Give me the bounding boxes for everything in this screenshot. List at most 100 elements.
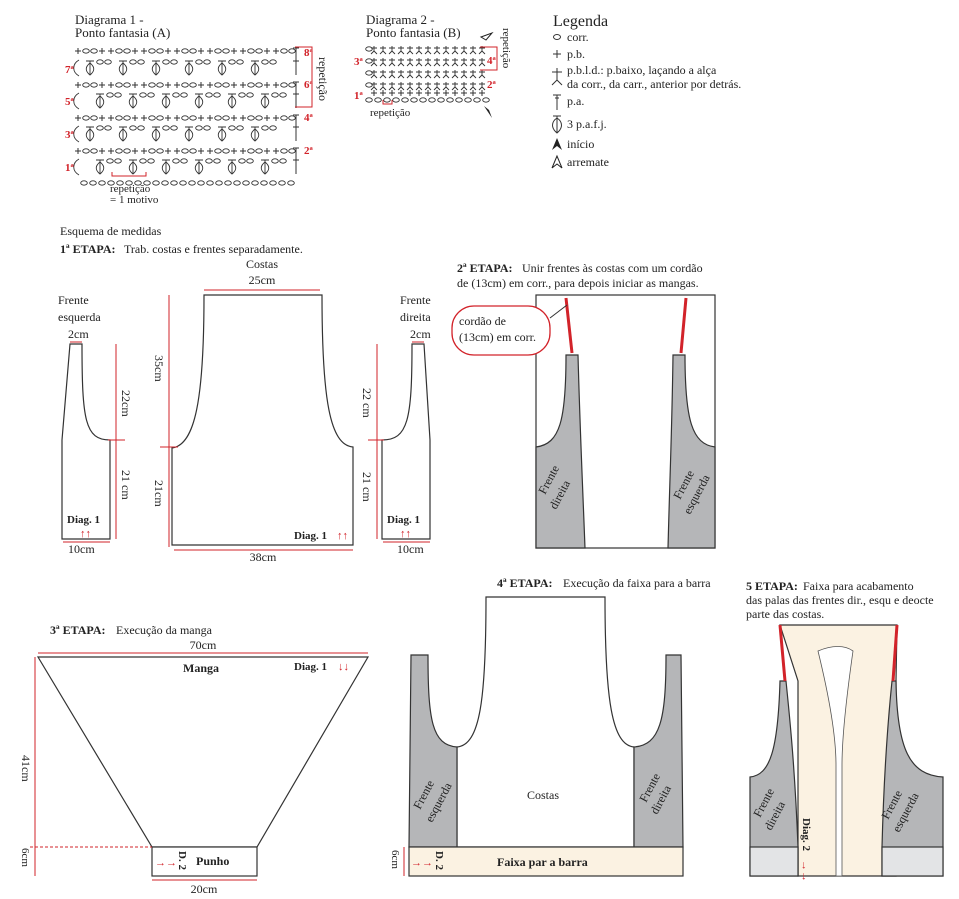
chain-oval-icon — [156, 48, 164, 54]
pbld-icon — [460, 82, 468, 91]
plus-icon — [141, 82, 147, 88]
neck-opening — [817, 646, 854, 877]
chain-oval-icon — [269, 125, 277, 131]
chain-oval-icon — [181, 82, 189, 88]
chain-oval-icon — [288, 48, 296, 54]
chain-oval-icon — [214, 115, 222, 121]
plus-icon — [132, 48, 138, 54]
plus-icon — [198, 82, 204, 88]
plus-icon — [141, 148, 147, 154]
cluster-icon — [184, 60, 194, 76]
pbld-icon — [406, 46, 414, 55]
diag-label: Diag. 1 — [294, 661, 327, 673]
chain-oval-icon — [365, 97, 373, 103]
chain-oval-icon — [82, 48, 90, 54]
measure-label: 2cm — [68, 327, 89, 341]
chain-oval-icon — [410, 97, 418, 103]
row-label: 3ª — [65, 129, 75, 141]
chain-oval-icon — [280, 82, 288, 88]
plus-icon — [75, 48, 81, 54]
chain-oval-icon — [242, 180, 250, 186]
turning-chain-icon — [73, 158, 80, 176]
chain-oval-icon — [123, 82, 131, 88]
chain-oval-icon — [129, 59, 137, 65]
chain-oval-icon — [365, 46, 373, 52]
legend-title: Legenda — [553, 13, 608, 30]
plus-icon — [264, 82, 270, 88]
pbld-icon — [469, 58, 477, 67]
chain-oval-icon — [215, 180, 223, 186]
plus-icon — [240, 115, 246, 121]
pbld-icon — [460, 70, 468, 79]
finish-arrow-icon — [479, 31, 494, 41]
measure-label: 35cm — [152, 355, 166, 382]
callout-text: cordão de — [459, 314, 506, 328]
chain-oval-icon — [279, 92, 287, 98]
chain-oval-icon — [147, 158, 155, 164]
chain-oval-icon — [152, 180, 160, 186]
chain-oval-icon — [147, 92, 155, 98]
diagram2-title: Diagrama 2 - — [366, 12, 435, 27]
repeat-side-label: repetição — [316, 57, 330, 101]
chain-oval-icon — [214, 82, 222, 88]
plus-icon — [75, 82, 81, 88]
chain-oval-icon — [246, 158, 254, 164]
plus-icon — [264, 115, 270, 121]
pbld-icon — [478, 46, 486, 55]
cluster-icon — [250, 126, 260, 142]
costas-label: Costas — [527, 788, 559, 802]
step2-label: 2ª ETAPA: — [457, 261, 512, 275]
pbld-icon — [478, 70, 486, 79]
treble-icon — [553, 94, 561, 110]
diag-label: D. 2 — [433, 851, 445, 870]
step3-text: Execução da manga — [116, 623, 213, 637]
treble-icon — [293, 47, 299, 62]
pbld-icon — [424, 82, 432, 91]
diag-label: Diag. 1 — [294, 530, 327, 542]
pbld-icon — [379, 82, 387, 91]
callout-text: (13cm) em corr. — [459, 330, 536, 344]
chain-oval-icon — [90, 48, 98, 54]
repeat-bracket — [111, 172, 147, 177]
pbld-icon — [433, 70, 441, 79]
chain-oval-icon — [255, 115, 263, 121]
chain-oval-icon — [446, 97, 454, 103]
pbld-icon — [370, 46, 378, 55]
pbld-icon — [451, 58, 459, 67]
cluster-icon — [128, 93, 138, 109]
chain-oval-icon — [228, 125, 236, 131]
right-front-piece — [381, 343, 431, 540]
row-label: 4ª — [304, 112, 314, 124]
chain-oval-icon — [90, 115, 98, 121]
measure-label: 70cm — [190, 638, 217, 652]
pbld-icon — [442, 58, 450, 67]
cluster-icon — [217, 60, 227, 76]
chain-oval-icon — [123, 148, 131, 154]
chain-oval-icon — [288, 82, 296, 88]
chain-oval-icon — [162, 59, 170, 65]
plus-icon — [434, 90, 440, 96]
chain-oval-icon — [170, 59, 178, 65]
arrows-up-icon: ↑↑ — [400, 528, 411, 540]
front-label: direita — [400, 310, 431, 324]
plus-icon — [443, 90, 449, 96]
plus-icon — [461, 90, 467, 96]
pbld-icon — [451, 82, 459, 91]
pbld-icon — [379, 46, 387, 55]
arrows-down-icon: ↓↓ — [338, 661, 349, 673]
pbld-icon — [433, 58, 441, 67]
row-label: 1ª — [354, 90, 364, 102]
chain-oval-icon — [115, 115, 123, 121]
repeat-bottom-label: repetição — [370, 107, 411, 119]
plus-icon — [132, 82, 138, 88]
plus-icon — [371, 90, 377, 96]
chain-oval-icon — [392, 97, 400, 103]
chain-oval-icon — [139, 92, 147, 98]
chain-oval-icon — [179, 180, 187, 186]
chain-oval-icon — [197, 180, 205, 186]
pbld-icon — [370, 70, 378, 79]
cluster-icon — [128, 159, 138, 175]
row-label: 5ª — [65, 96, 75, 108]
plus-icon — [198, 115, 204, 121]
